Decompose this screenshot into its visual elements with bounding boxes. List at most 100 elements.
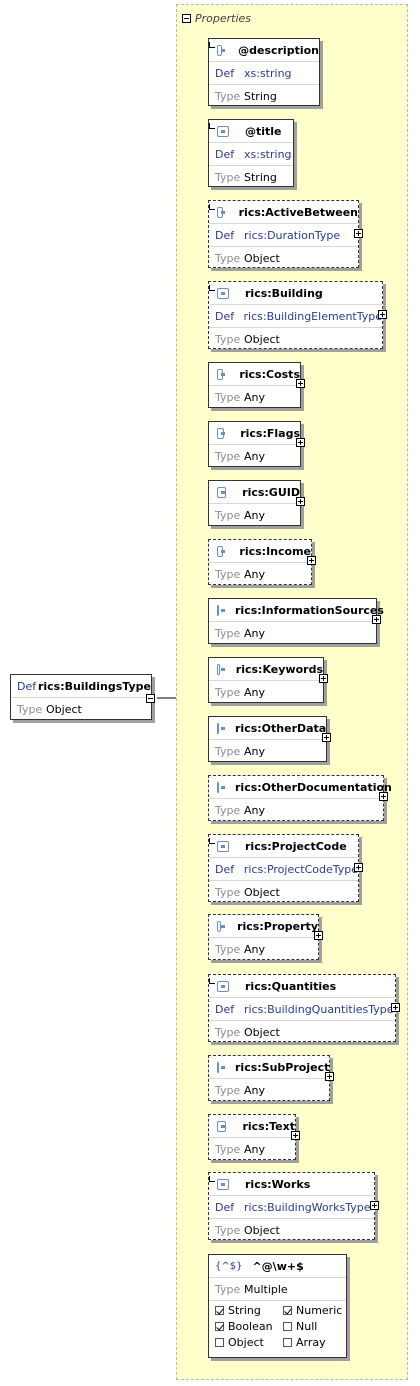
checkbox-icon[interactable]: [283, 1306, 292, 1315]
property-def[interactable]: xs:string: [244, 147, 292, 161]
checkbox-label: Numeric: [296, 1304, 343, 1317]
type-checkbox-boolean[interactable]: Boolean: [215, 1320, 283, 1333]
property-def-row: Def xs:string: [209, 42, 319, 84]
expand-icon[interactable]: [291, 1131, 300, 1140]
element-icon: [217, 368, 226, 380]
type-label: Type: [215, 1223, 241, 1237]
property-def[interactable]: xs:string: [244, 66, 292, 80]
checkbox-icon[interactable]: [283, 1338, 292, 1347]
def-label: Def: [215, 66, 235, 80]
type-label: Type: [215, 1083, 241, 1097]
type-checkbox-null[interactable]: Null: [283, 1320, 351, 1333]
property-def[interactable]: rics:DurationType: [244, 228, 341, 242]
expand-icon[interactable]: [307, 556, 316, 565]
element-icon: [217, 920, 226, 932]
expand-icon[interactable]: [314, 931, 323, 940]
expand-icon[interactable]: [391, 1003, 400, 1012]
reference-arrow-icon: [209, 838, 215, 844]
expand-icon[interactable]: [319, 674, 328, 683]
property-def[interactable]: rics:BuildingQuantitiesType: [244, 1002, 394, 1016]
collapse-icon[interactable]: [182, 13, 191, 23]
reference-arrow-icon: [209, 42, 215, 48]
property-type: Any: [244, 567, 266, 581]
type-checkbox-string[interactable]: String: [215, 1304, 283, 1317]
property-type: Any: [244, 508, 266, 522]
type-label: Type: [215, 885, 241, 899]
expand-icon[interactable]: [354, 229, 363, 238]
property-name: rics:Works: [245, 1177, 311, 1191]
expand-icon[interactable]: [378, 310, 387, 319]
property-name-row: rics:Building: [209, 282, 382, 304]
property-name: rics:Property: [237, 919, 318, 933]
checkbox-icon[interactable]: [215, 1338, 224, 1347]
property-def[interactable]: rics:BuildingElementType: [243, 309, 383, 323]
expand-icon[interactable]: [379, 792, 388, 801]
property-name: rics:Income: [239, 544, 311, 558]
property-name-row: rics:Costs: [209, 363, 300, 385]
root-node[interactable]: Def rics:BuildingsType Type Object: [10, 674, 155, 720]
property-def[interactable]: rics:ProjectCodeType: [243, 862, 358, 876]
type-label: Type: [215, 744, 241, 758]
expand-icon[interactable]: [370, 1201, 379, 1210]
reference-arrow-icon: [209, 123, 215, 129]
def-label: Def: [215, 1200, 235, 1214]
property-def[interactable]: rics:BuildingWorksType: [244, 1200, 371, 1214]
expand-icon[interactable]: [296, 379, 305, 388]
expand-icon[interactable]: [322, 733, 331, 742]
properties-header[interactable]: Properties: [182, 11, 251, 25]
expand-icon[interactable]: [296, 497, 305, 506]
property-type: Any: [244, 803, 266, 817]
expand-icon[interactable]: [325, 1072, 334, 1081]
element-icon: [217, 663, 225, 675]
element-icon: [217, 125, 229, 137]
expand-icon[interactable]: [354, 863, 363, 872]
expand-icon[interactable]: [372, 615, 381, 624]
type-checkbox-numeric[interactable]: Numeric: [283, 1304, 351, 1317]
type-checkbox-array[interactable]: Array: [283, 1336, 351, 1349]
property-name-row: rics:Works: [209, 1173, 374, 1195]
property-type: Any: [244, 685, 266, 699]
property-type: Any: [244, 449, 266, 463]
element-icon: [217, 206, 225, 218]
type-label: Type: [215, 1282, 241, 1296]
property-type: Object: [244, 885, 280, 899]
property-name-row: rics:Flags: [209, 422, 300, 444]
element-icon: [217, 427, 226, 439]
expand-icon[interactable]: [296, 438, 305, 447]
property-name-row: rics:Text: [209, 1115, 295, 1137]
type-label: Type: [215, 508, 241, 522]
checkbox-label: Object: [228, 1336, 264, 1349]
type-checkbox-object[interactable]: Object: [215, 1336, 283, 1349]
checkbox-icon[interactable]: [283, 1322, 292, 1331]
checkbox-icon[interactable]: [215, 1322, 224, 1331]
checkbox-icon[interactable]: [215, 1306, 224, 1315]
root-collapse-icon[interactable]: [146, 694, 155, 703]
property-name: rics:Building: [245, 286, 323, 300]
element-icon: [217, 1061, 225, 1073]
